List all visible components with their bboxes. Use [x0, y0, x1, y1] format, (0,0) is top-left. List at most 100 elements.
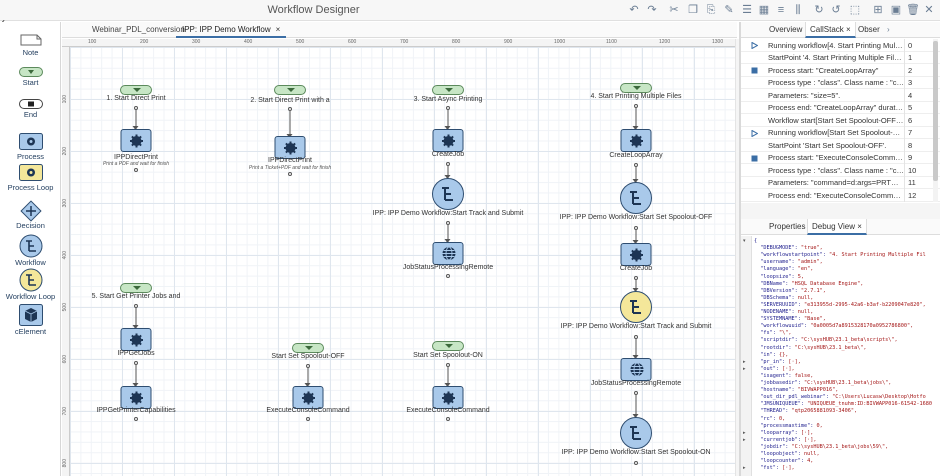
remote-process-node[interactable]: [620, 358, 652, 381]
callstack-row[interactable]: Process type : "class". Class name : "co…: [741, 164, 940, 177]
start-node[interactable]: [432, 341, 464, 351]
connector-dot[interactable]: [634, 226, 638, 230]
start-node[interactable]: [120, 85, 152, 95]
process-node[interactable]: [120, 386, 152, 409]
palette-process-loop[interactable]: Process Loop: [0, 164, 61, 200]
callstack-row[interactable]: Process type : "class". Class name : "co…: [741, 76, 940, 89]
connector-dot[interactable]: [134, 106, 138, 110]
palette-note[interactable]: Note: [0, 34, 61, 70]
delete-icon[interactable]: 🗑: [906, 4, 920, 16]
connector-dot[interactable]: [134, 417, 138, 421]
process-node[interactable]: [274, 136, 306, 159]
connector-dot[interactable]: [134, 168, 138, 172]
panel-splitter[interactable]: [741, 203, 940, 219]
connector-dot[interactable]: [134, 304, 138, 308]
palette-decision[interactable]: Decision: [0, 200, 61, 236]
callstack-row[interactable]: Process start: "CreateLoopArray"2: [741, 64, 940, 77]
process-node[interactable]: [620, 129, 652, 152]
connector-dot[interactable]: [634, 391, 638, 395]
refresh-icon[interactable]: ↻: [814, 4, 824, 16]
connector-dot[interactable]: [306, 417, 310, 421]
chevron-right-icon[interactable]: ›: [887, 25, 890, 34]
palette-workflow[interactable]: Workflow: [0, 234, 61, 270]
process-node[interactable]: [432, 129, 464, 152]
callstack-row[interactable]: Process end: "CreateLoopArray" duration.…: [741, 101, 940, 114]
start-node[interactable]: [120, 283, 152, 293]
palette-start[interactable]: Start: [0, 67, 61, 103]
palette-end[interactable]: End: [0, 99, 61, 135]
list-icon[interactable]: ☰: [742, 4, 752, 16]
start-node[interactable]: [292, 343, 324, 353]
edit-icon[interactable]: ✎: [724, 4, 734, 16]
workflow-canvas[interactable]: 1. Start Direct Print IPPDirectPrint Pri…: [70, 47, 735, 476]
tab-observer[interactable]: Obser: [858, 25, 880, 34]
expand-icon[interactable]: ▸: [743, 358, 746, 365]
tab-ipp-demo-workflow[interactable]: IPP: IPP Demo Workflow×: [176, 22, 287, 38]
distribute-icon[interactable]: ⫼: [795, 4, 801, 16]
start-node[interactable]: [432, 85, 464, 95]
connector-dot[interactable]: [446, 363, 450, 367]
connector-dot[interactable]: [446, 274, 450, 278]
grid-icon[interactable]: ▦: [758, 4, 770, 16]
process-node[interactable]: [292, 386, 324, 409]
process-node[interactable]: [432, 386, 464, 409]
link-icon[interactable]: ↺: [831, 4, 841, 16]
export-icon[interactable]: ⬚: [849, 4, 861, 16]
debug-view[interactable]: ▾▸▸▸▸▸ { "DEBUGMODE": "true", "workflows…: [741, 236, 940, 476]
canvas-scrollbar[interactable]: [735, 39, 739, 476]
connector-dot[interactable]: [134, 361, 138, 365]
process-node[interactable]: [120, 328, 152, 351]
connector-dot[interactable]: [446, 162, 450, 166]
close-icon[interactable]: ×: [857, 222, 862, 231]
connector-dot[interactable]: [634, 335, 638, 339]
copy-icon[interactable]: ❐: [688, 4, 698, 16]
scrollbar-thumb[interactable]: [933, 41, 938, 181]
connector-dot[interactable]: [446, 417, 450, 421]
collapse-icon[interactable]: ▾: [743, 238, 746, 244]
expand-icon[interactable]: ▸: [743, 429, 746, 436]
palette-process[interactable]: Process: [0, 133, 61, 169]
callstack-row[interactable]: Running workflow[Start Set Spoolout-OF..…: [741, 126, 940, 139]
connector-dot[interactable]: [634, 461, 638, 465]
close-panel-icon[interactable]: ✕: [924, 4, 934, 16]
start-node[interactable]: [274, 85, 306, 95]
connector-dot[interactable]: [634, 163, 638, 167]
workflow-node[interactable]: [620, 182, 652, 214]
callstack-row[interactable]: Process end: "ExecuteConsoleCommand"...1…: [741, 189, 940, 202]
process-node[interactable]: [120, 129, 152, 152]
close-icon[interactable]: ×: [275, 25, 281, 34]
connector-dot[interactable]: [634, 276, 638, 280]
tab-callstack[interactable]: CallStack ×: [805, 22, 856, 38]
expand-icon[interactable]: ▸: [743, 365, 746, 372]
tab-properties[interactable]: Properties: [769, 222, 806, 231]
paste-icon[interactable]: ⎘: [706, 4, 716, 16]
tab-webinar-pdl-conversion[interactable]: Webinar_PDL_conversion: [92, 25, 185, 34]
tab-debug-view[interactable]: Debug View ×: [807, 219, 867, 235]
callstack-row[interactable]: Process start: "ExecuteConsoleCommand"9: [741, 151, 940, 164]
add-icon[interactable]: ⊞: [873, 4, 883, 16]
palette-workflow-loop[interactable]: Workflow Loop: [0, 268, 61, 304]
tab-overview[interactable]: Overview: [769, 25, 803, 34]
align-icon[interactable]: ≡: [777, 4, 785, 16]
undo-icon[interactable]: ↶: [629, 4, 639, 16]
workflow-node[interactable]: [432, 178, 464, 210]
remote-process-node[interactable]: [432, 242, 464, 265]
cut-icon[interactable]: ✂: [669, 4, 679, 16]
connector-dot[interactable]: [634, 104, 638, 108]
connector-dot[interactable]: [446, 106, 450, 110]
workflow-loop-node[interactable]: [620, 291, 652, 323]
connector-dot[interactable]: [288, 107, 292, 111]
process-node[interactable]: [620, 243, 652, 266]
callstack-row[interactable]: StartPoint 'Start Set Spoolout-OFF'.8: [741, 139, 940, 152]
connector-dot[interactable]: [446, 221, 450, 225]
callstack-row[interactable]: Parameters: "size=5".4: [741, 89, 940, 102]
save-icon[interactable]: ▣: [890, 4, 902, 16]
panel-divider[interactable]: [739, 22, 741, 476]
callstack-row[interactable]: Parameters: "command=d:args=PRTMOC...11: [741, 176, 940, 189]
callstack-row[interactable]: Workflow start[Start Set Spoolout-OFF]: …: [741, 114, 940, 127]
callstack-scrollbar[interactable]: [933, 39, 938, 202]
close-icon[interactable]: ×: [846, 25, 851, 34]
palette-celement[interactable]: cElement: [0, 304, 61, 340]
expand-icon[interactable]: ▸: [743, 465, 746, 472]
connector-dot[interactable]: [306, 364, 310, 368]
